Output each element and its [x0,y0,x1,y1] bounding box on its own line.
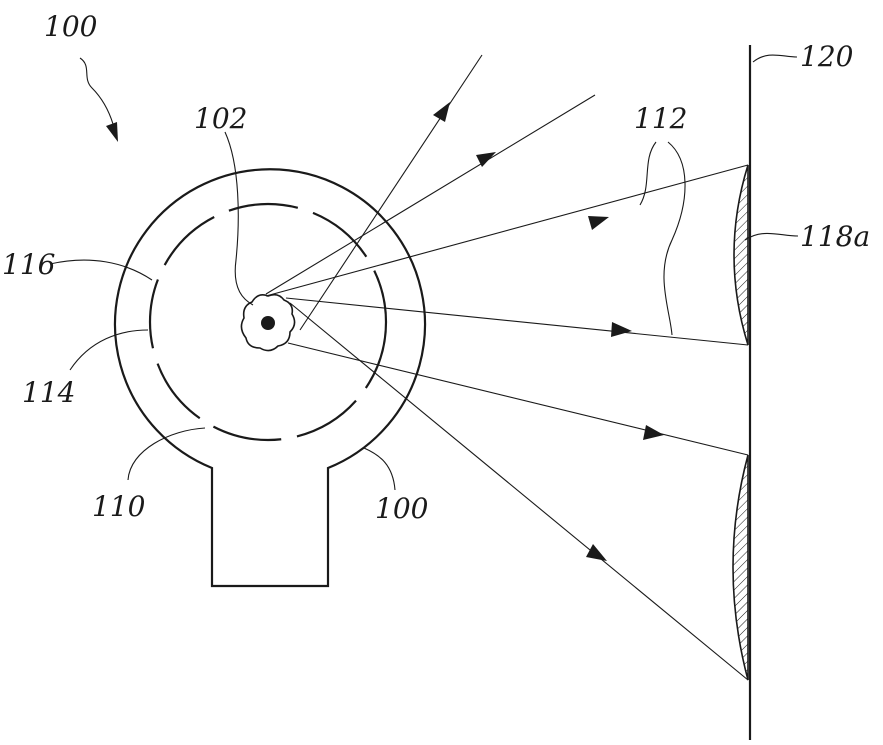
ray-arrowheads [433,102,664,561]
arrowhead [611,322,632,337]
leader-arrowhead [106,122,118,142]
arrowhead [433,102,450,122]
light-rays [266,55,748,680]
leader-pattern [745,233,798,240]
label-rays: 112 [634,102,687,135]
leader-housing-right [364,448,395,490]
arrowhead [588,216,609,230]
leader-screen [753,55,797,62]
leader-rays [640,142,656,205]
leader-device-top [80,58,113,124]
label-source: 102 [194,102,247,135]
leader-inner-ring [50,260,152,280]
leader-housing-left [128,428,205,480]
ray-horizontal-upper [286,298,748,345]
projected-pattern-upper [734,165,748,345]
ray-horizontal-lower [288,343,748,455]
arrowhead [643,425,664,440]
label-pattern: 118a [800,220,870,253]
label-housing-left: 110 [92,490,145,523]
ray-upper [266,95,595,294]
ray-lower-steep [290,303,748,680]
label-device-top: 100 [44,10,97,43]
label-screen: 120 [800,40,853,73]
label-housing-right: 100 [375,492,428,525]
light-source-core [261,316,275,330]
ray-upper-steep [300,55,482,330]
arrowhead [586,544,607,561]
leader-rays-2 [664,142,685,335]
leader-source [225,132,253,305]
projected-pattern-lower [733,455,748,680]
leader-outer-ring [70,330,148,370]
label-inner-ring: 116 [2,248,55,281]
label-outer-ring: 114 [22,376,75,409]
